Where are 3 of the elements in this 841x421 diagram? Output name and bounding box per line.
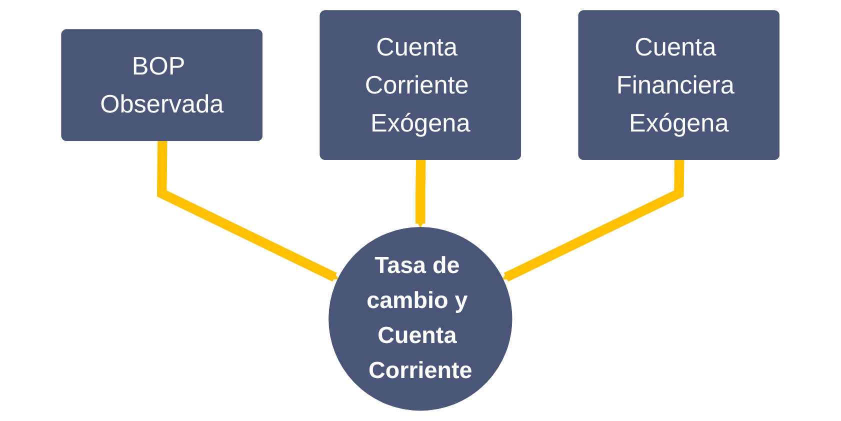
arrow: [157, 140, 339, 282]
node-circle: Tasa de cambio y Cuenta Corriente: [328, 227, 512, 411]
arrow: [416, 160, 426, 228]
